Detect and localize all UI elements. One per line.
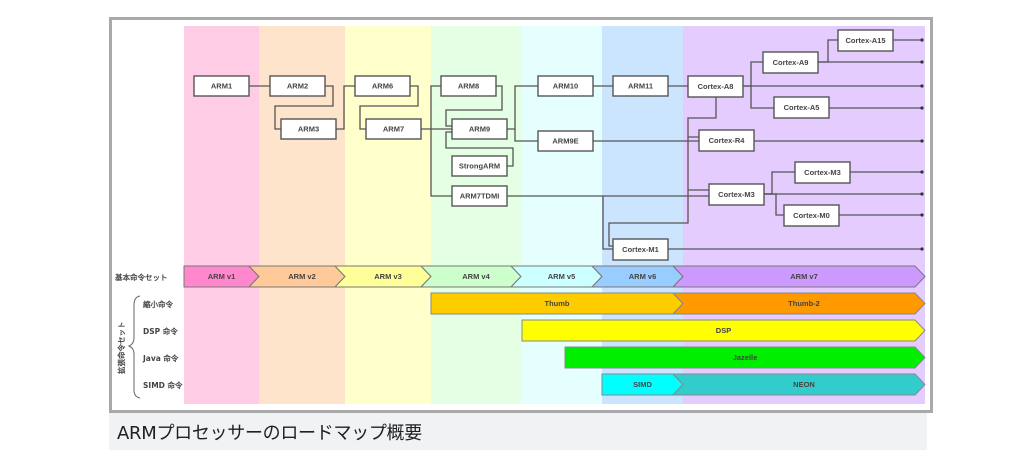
connector-line [274, 85, 334, 130]
processor-box-cortex_r4: Cortex-R4 [698, 129, 755, 152]
processor-label: ARM9 [469, 125, 490, 134]
ext-label-dsp: DSP [716, 326, 731, 335]
arch-label-v5: ARM v5 [548, 272, 576, 281]
label-java-instructions: Java 命令 [142, 353, 179, 363]
processor-label: Cortex-A9 [773, 58, 809, 67]
processor-box-arm3: ARM3 [280, 118, 337, 140]
processor-box-strongarm: StrongARM [451, 155, 508, 177]
ext-bar-thumb2 [671, 292, 926, 315]
processor-box-cortex_m3b: Cortex-M3 [794, 161, 851, 184]
caption-text: ARMプロセッサーのロードマップ概要 [117, 423, 422, 444]
connector-line [608, 190, 689, 247]
processor-box-cortex_a15: Cortex-A15 [837, 29, 894, 52]
ext-label-simd: SIMD [633, 380, 652, 389]
ext-label-thumb: Thumb [545, 299, 570, 308]
processor-label: ARM7 [383, 125, 404, 134]
processor-label: Cortex-M3 [718, 190, 755, 199]
connector-line [687, 97, 717, 138]
processor-label: ARM6 [372, 82, 393, 91]
processor-label: Cortex-M3 [804, 168, 841, 177]
arrow-head-icon [920, 247, 924, 251]
processor-label: Cortex-A15 [845, 36, 885, 45]
arch-label-v7: ARM v7 [790, 272, 818, 281]
processor-label: ARM8 [458, 82, 479, 91]
processor-box-arm7tdmi: ARM7TDMI [451, 185, 508, 207]
processor-box-cortex_m0: Cortex-M0 [783, 204, 840, 227]
connector-line [421, 85, 441, 130]
label-simd-instructions: SIMD 命令 [143, 380, 183, 390]
label-dsp-instructions: DSP 命令 [143, 326, 178, 336]
processor-box-arm2: ARM2 [269, 75, 326, 97]
arch-label-v3: ARM v3 [374, 272, 402, 281]
label-thumb-instructions: 縮小命令 [143, 299, 173, 309]
base-instruction-row: ARM v1 ARM v2 ARM v3 ARM v4 ARM v5 ARM v6 ARM … [183, 265, 926, 288]
processor-box-arm7: ARM7 [365, 118, 422, 140]
processor-label: Cortex-M0 [793, 211, 830, 220]
processor-box-arm11: ARM11 [612, 75, 669, 97]
arch-segment-v7 [671, 265, 926, 288]
processor-box-cortex_m3: Cortex-M3 [708, 183, 765, 206]
connector-line [602, 196, 613, 250]
arrow-head-icon [920, 139, 924, 143]
arrow-head-icon [920, 60, 924, 64]
processor-box-arm1: ARM1 [193, 75, 250, 97]
arrow-head-icon [920, 106, 924, 110]
arrow-head-icon [920, 38, 924, 42]
processor-label: Cortex-A5 [784, 103, 820, 112]
processor-label: ARM2 [287, 82, 308, 91]
connector-lines [249, 38, 924, 251]
arrow-head-icon [920, 170, 924, 174]
ext-bar-neon [671, 373, 926, 396]
ext-label-neon: NEON [793, 380, 815, 389]
processor-label: ARM1 [211, 82, 232, 91]
connector-line [750, 86, 774, 109]
arch-label-v4: ARM v4 [462, 272, 490, 281]
label-base-instruction-set: 基本命令セット [114, 272, 168, 282]
processor-box-arm6: ARM6 [354, 75, 411, 97]
processor-label: ARM11 [628, 82, 653, 91]
processor-label: ARM10 [553, 82, 578, 91]
label-extended-instruction-set: 拡張命令セット [116, 322, 126, 375]
processor-label: Cortex-R4 [709, 136, 746, 145]
processor-label: Cortex-M1 [622, 245, 659, 254]
processor-label: StrongARM [459, 162, 500, 171]
ext-label-jazelle: Jazelle [733, 353, 758, 362]
connector-line [445, 131, 514, 167]
connector-line [430, 129, 452, 197]
processor-box-arm9: ARM9 [451, 118, 508, 140]
ext-bar-jazelle [564, 346, 926, 369]
processor-box-arm9e: ARM9E [537, 130, 594, 152]
connector-line [507, 85, 538, 130]
arrow-head-icon [920, 192, 924, 196]
arch-label-v6: ARM v6 [629, 272, 657, 281]
processor-label: ARM3 [298, 125, 319, 134]
arch-label-v1: ARM v1 [208, 272, 236, 281]
processor-box-arm8: ARM8 [440, 75, 497, 97]
arch-label-v2: ARM v2 [288, 272, 316, 281]
processor-box-cortex_a5: Cortex-A5 [773, 96, 830, 119]
processor-label: Cortex-A8 [698, 82, 734, 91]
curly-brace [127, 295, 141, 399]
ext-bar-dsp [521, 319, 926, 342]
figure-caption: ARMプロセッサーのロードマップ概要 [109, 413, 927, 450]
processor-box-cortex_m1: Cortex-M1 [612, 238, 669, 261]
connector-line [445, 85, 503, 127]
arrow-head-icon [920, 84, 924, 88]
processor-box-cortex_a8: Cortex-A8 [687, 75, 744, 98]
ext-label-thumb2: Thumb-2 [788, 299, 820, 308]
connector-line [359, 85, 419, 130]
connector-line [336, 85, 355, 130]
connector-line [514, 129, 538, 142]
processor-label: ARM7TDMI [460, 192, 500, 201]
row-labels: 基本命令セット 縮小命令 DSP 命令 Java 命令 SIMD 命令 拡張命令… [114, 272, 183, 399]
processor-box-arm10: ARM10 [537, 75, 594, 97]
arrow-head-icon [920, 213, 924, 217]
processor-label: ARM9E [552, 137, 578, 146]
processor-box-cortex_a9: Cortex-A9 [762, 51, 819, 74]
